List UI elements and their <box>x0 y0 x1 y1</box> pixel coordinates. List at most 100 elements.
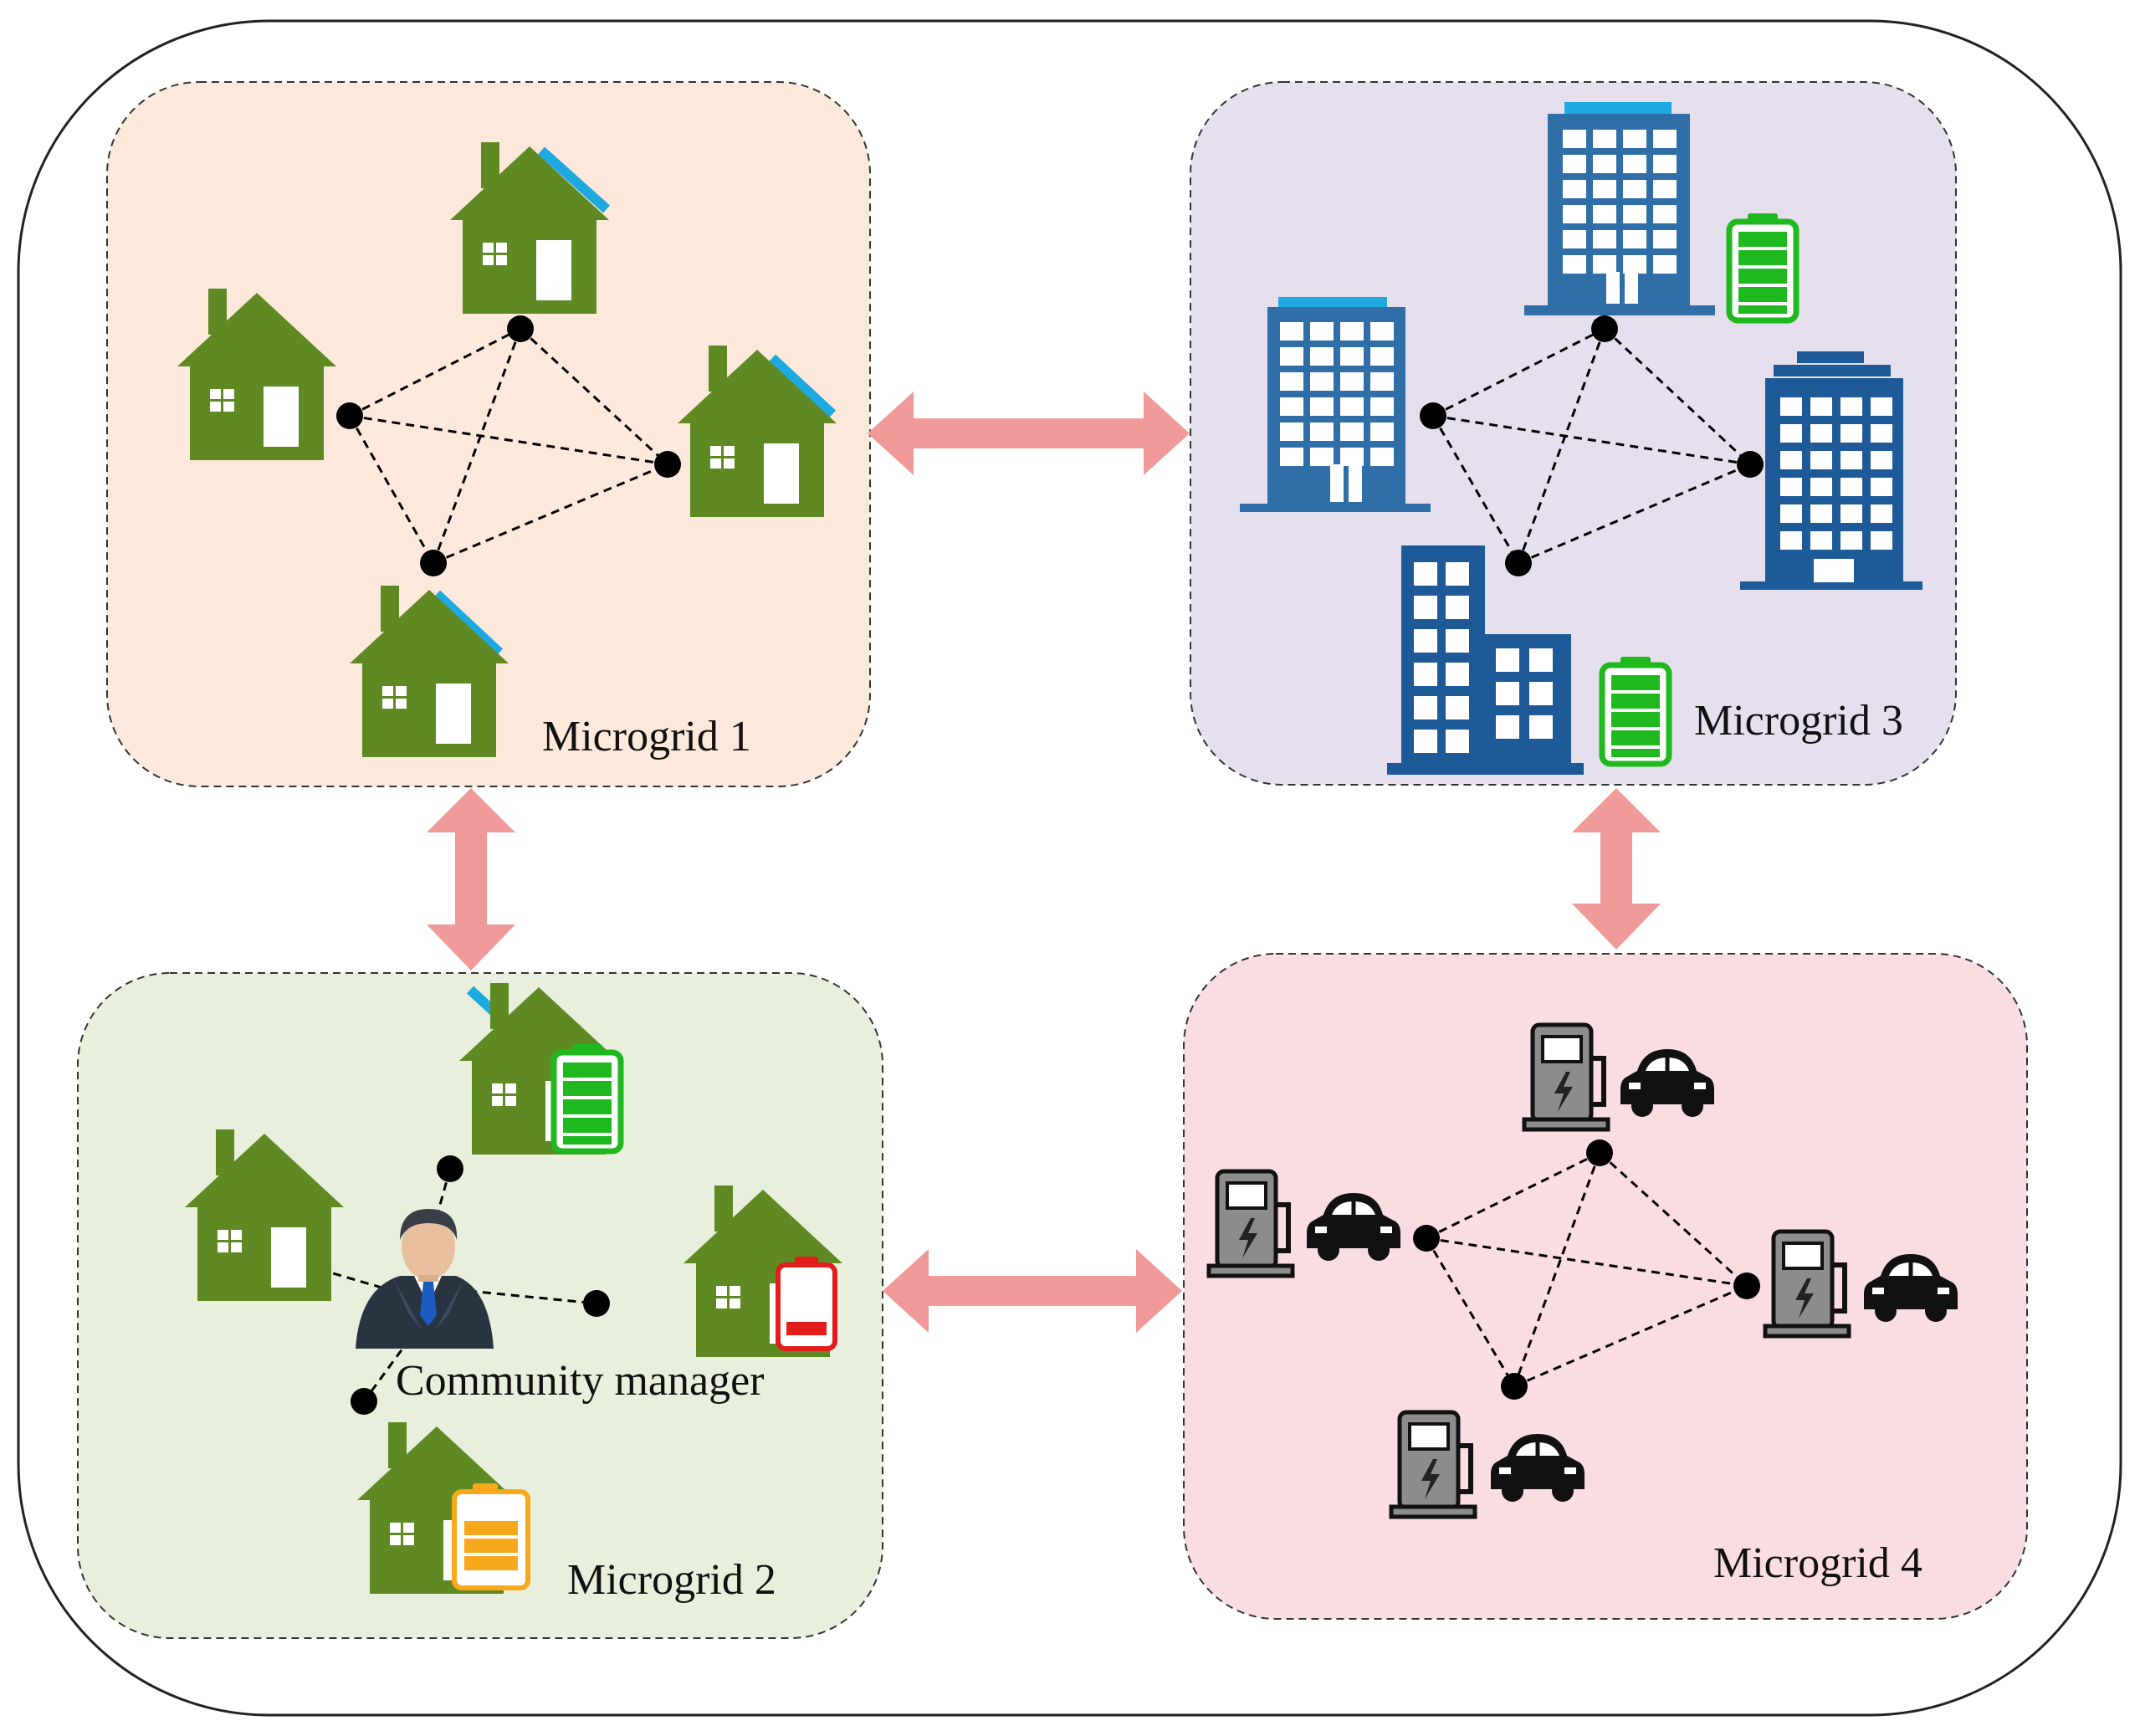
building-window <box>1414 696 1437 719</box>
building-window <box>1340 322 1364 341</box>
office-building-icon <box>1387 545 1584 775</box>
building-window <box>1340 422 1364 441</box>
building-door <box>1814 559 1854 582</box>
building-window <box>1446 562 1469 586</box>
building-window <box>1810 478 1832 496</box>
battery-icon <box>452 1483 530 1590</box>
building-window <box>1280 422 1303 441</box>
building-window <box>1310 397 1334 416</box>
building-window <box>1370 422 1394 441</box>
solar-panel-icon <box>433 590 504 657</box>
building-window <box>1623 205 1646 223</box>
building-window <box>1810 531 1832 550</box>
office-building-icon <box>1740 351 1922 590</box>
building-window <box>1446 596 1469 619</box>
double-arrow-mg2-mg4 <box>883 1249 1182 1333</box>
building-window <box>1563 130 1586 148</box>
office-building-icon <box>1524 102 1715 315</box>
building-window <box>1780 397 1802 416</box>
building-window <box>1310 422 1334 441</box>
building-window <box>1310 372 1334 391</box>
building-window <box>1563 230 1586 248</box>
building-window <box>1496 715 1519 739</box>
building-window <box>1623 230 1646 248</box>
building-door <box>1625 272 1638 304</box>
microgrid-4-label: Microgrid 4 <box>1713 1539 1922 1587</box>
building-window <box>1871 424 1892 443</box>
building-window <box>1446 663 1469 686</box>
building-window <box>1310 448 1334 466</box>
double-arrow-mg1-mg3 <box>868 392 1190 475</box>
building-window <box>1593 155 1616 173</box>
building-window <box>1841 451 1862 469</box>
building-window <box>1871 478 1892 496</box>
building-door <box>1606 272 1620 304</box>
battery-icon <box>1602 657 1669 764</box>
building-window <box>1653 130 1677 148</box>
building-window <box>1446 730 1469 753</box>
building-window <box>1593 230 1616 248</box>
microgrid-4-panel <box>1183 953 2028 1620</box>
building-window <box>1496 682 1519 705</box>
building-window <box>1446 696 1469 719</box>
building-door <box>1349 464 1362 502</box>
community-manager-label: Community manager <box>396 1357 764 1405</box>
building-window <box>1340 372 1364 391</box>
building-window <box>1623 180 1646 198</box>
building-window <box>1310 322 1334 341</box>
microgrid-1-network <box>348 327 669 565</box>
building-window <box>1529 648 1553 672</box>
building-window <box>1780 451 1802 469</box>
building-window <box>1414 663 1437 686</box>
building-window <box>1653 230 1677 248</box>
microgrid-1-label: Microgrid 1 <box>542 713 751 760</box>
building-window <box>1623 130 1646 148</box>
building-window <box>1871 531 1892 550</box>
building-window <box>1841 531 1862 550</box>
building-window <box>1280 372 1303 391</box>
building-window <box>1340 448 1364 466</box>
building-window <box>1280 347 1303 366</box>
building-window <box>1780 478 1802 496</box>
building-window <box>1280 322 1303 341</box>
double-arrow-mg3-mg4 <box>1572 788 1661 950</box>
building-window <box>1370 397 1394 416</box>
building-window <box>1370 322 1394 341</box>
building-window <box>1414 596 1437 619</box>
building-window <box>1529 715 1553 739</box>
building-window <box>1414 562 1437 586</box>
solar-panel-icon <box>768 354 837 418</box>
building-window <box>1841 397 1862 416</box>
building-window <box>1593 205 1616 223</box>
building-window <box>1841 504 1862 523</box>
building-window <box>1340 347 1364 366</box>
building-window <box>1563 205 1586 223</box>
building-window <box>1871 451 1892 469</box>
building-window <box>1810 504 1832 523</box>
building-window <box>1370 372 1394 391</box>
battery-icon <box>776 1257 837 1351</box>
building-window <box>1563 155 1586 173</box>
battery-icon <box>554 1044 621 1151</box>
building-window <box>1496 648 1519 672</box>
building-window <box>1810 397 1832 416</box>
manager-avatar-icon <box>356 1209 494 1349</box>
building-window <box>1414 730 1437 753</box>
microgrid-4-nodes <box>1413 1139 1760 1400</box>
building-window <box>1653 205 1677 223</box>
building-window <box>1653 180 1677 198</box>
microgrid-3-network <box>1431 327 1752 565</box>
building-window <box>1623 255 1646 274</box>
double-arrow-mg1-mg2 <box>427 788 515 970</box>
building-window <box>1593 255 1616 274</box>
office-building-icon <box>1240 297 1431 512</box>
building-window <box>1780 504 1802 523</box>
building-window <box>1370 448 1394 466</box>
building-window <box>1780 531 1802 550</box>
building-window <box>1593 180 1616 198</box>
building-window <box>1340 397 1364 416</box>
building-window <box>1280 448 1303 466</box>
building-window <box>1871 504 1892 523</box>
microgrid-1-nodes <box>336 315 681 576</box>
